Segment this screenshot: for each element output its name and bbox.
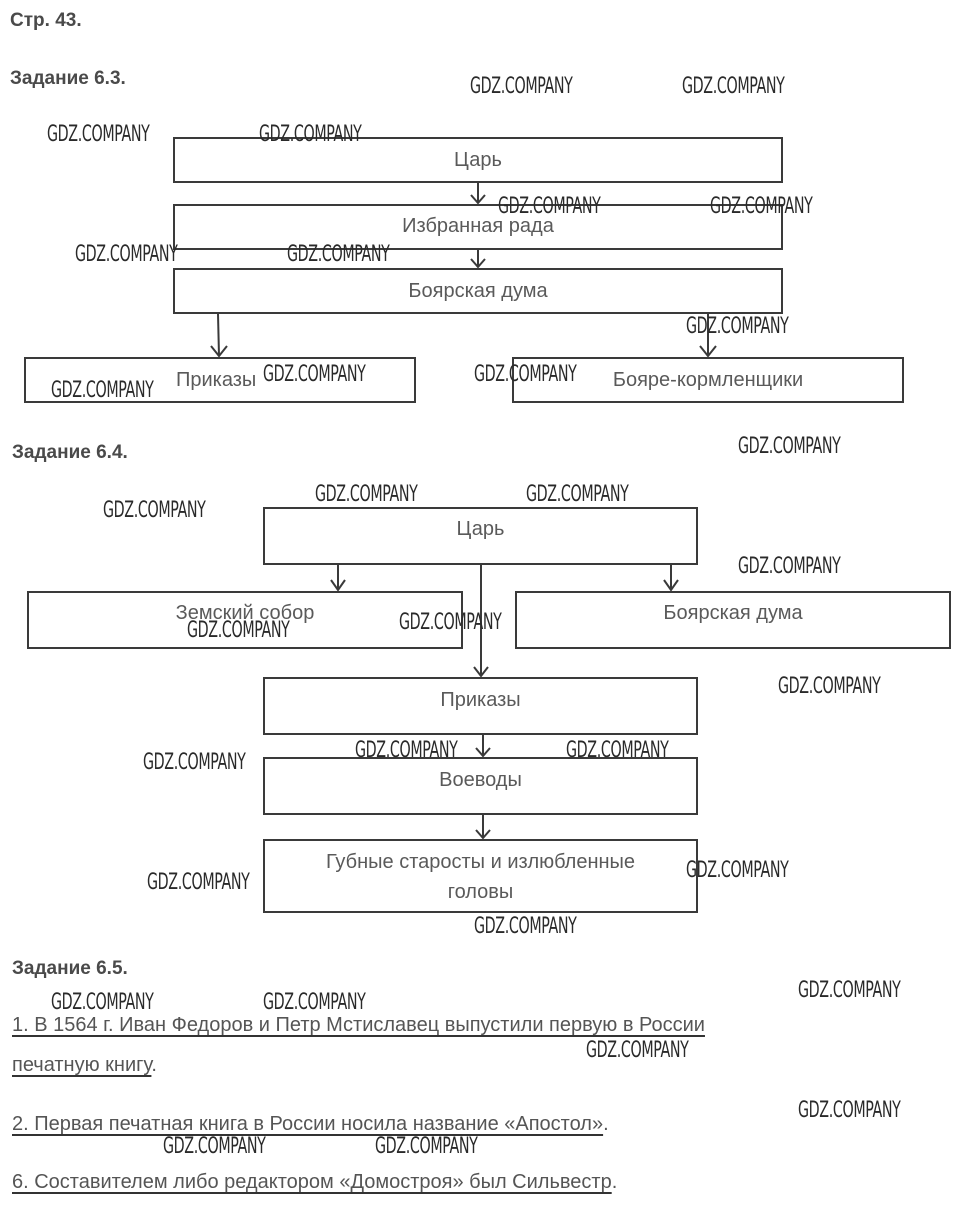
answer-text: 2. Первая печатная книга в России носила… xyxy=(12,1113,604,1135)
answer-text: печатную книгу xyxy=(12,1054,152,1076)
watermark: GDZ.COMPANY xyxy=(51,378,154,403)
watermark: GDZ.COMPANY xyxy=(143,750,246,775)
box-prikazy: Приказы xyxy=(24,357,416,403)
box-izbrannaya-rada: Избранная рада xyxy=(173,204,783,250)
watermark: GDZ.COMPANY xyxy=(355,738,458,763)
answer-2: 2. Первая печатная книга в России носила… xyxy=(12,1112,609,1136)
box-label: Царь xyxy=(456,518,505,540)
watermark: GDZ.COMPANY xyxy=(470,74,573,99)
box-label-line1: Губные старосты и излюбленные xyxy=(325,851,636,873)
arrow-duma-to-prikazy xyxy=(210,313,228,358)
watermark: GDZ.COMPANY xyxy=(287,242,390,267)
watermark: GDZ.COMPANY xyxy=(778,674,881,699)
answer-period: . xyxy=(151,1054,157,1076)
box-label: Бояре-кормленщики xyxy=(612,369,804,391)
watermark: GDZ.COMPANY xyxy=(498,194,601,219)
watermark: GDZ.COMPANY xyxy=(163,1134,266,1159)
watermark: GDZ.COMPANY xyxy=(686,314,789,339)
answer-period: . xyxy=(603,1113,609,1135)
page-label: Стр. 43. xyxy=(10,10,82,31)
watermark: GDZ.COMPANY xyxy=(51,990,154,1015)
watermark: GDZ.COMPANY xyxy=(75,242,178,267)
watermark: GDZ.COMPANY xyxy=(682,74,785,99)
watermark: GDZ.COMPANY xyxy=(474,362,577,387)
box-label: Земский собор xyxy=(175,602,315,624)
box-boyarskaya-duma: Боярская дума xyxy=(173,268,783,314)
watermark: GDZ.COMPANY xyxy=(103,498,206,523)
box-label: Приказы xyxy=(176,369,257,391)
arrow-tsar-to-zemsky xyxy=(330,565,346,592)
answer-text: 1. В 1564 г. Иван Федоров и Петр Мстисла… xyxy=(12,1014,705,1036)
box-zemsky-sobor: Земский собор xyxy=(27,591,463,649)
box-voevody: Воеводы xyxy=(263,757,698,815)
watermark: GDZ.COMPANY xyxy=(798,1098,901,1123)
arrow-tsar-to-boyar-duma xyxy=(663,565,679,592)
box-label: Воеводы xyxy=(439,769,522,791)
answer-1-line1: 1. В 1564 г. Иван Федоров и Петр Мстисла… xyxy=(12,1013,705,1037)
box-label: Боярская дума xyxy=(408,280,548,302)
answer-1-line2: печатную книгу. xyxy=(12,1053,157,1077)
watermark: GDZ.COMPANY xyxy=(263,990,366,1015)
box-boyare-kormlenshiki: Бояре-кормленщики xyxy=(512,357,904,403)
arrow-prikazy-to-voevody xyxy=(475,735,491,758)
arrow-voevody-to-gubnye xyxy=(475,815,491,840)
watermark: GDZ.COMPANY xyxy=(147,870,250,895)
watermark: GDZ.COMPANY xyxy=(586,1038,689,1063)
box-gubnye-starosty: Губные старосты и излюбленные головы xyxy=(263,839,698,913)
box-label: Приказы xyxy=(440,689,521,711)
box-label: Боярская дума xyxy=(663,602,803,624)
watermark: GDZ.COMPANY xyxy=(315,482,418,507)
watermark: GDZ.COMPANY xyxy=(710,194,813,219)
watermark: GDZ.COMPANY xyxy=(798,978,901,1003)
answer-period: . xyxy=(611,1171,618,1193)
box-boyarskaya-duma: Боярская дума xyxy=(515,591,951,649)
watermark: GDZ.COMPANY xyxy=(47,122,150,147)
answer-6: 6. Составителем либо редактором «Домостр… xyxy=(12,1170,617,1194)
arrow-duma-to-kormlenshiki xyxy=(699,314,717,358)
watermark: GDZ.COMPANY xyxy=(375,1134,478,1159)
task-6-3-heading: Задание 6.3. xyxy=(10,68,126,89)
task-6-4-heading: Задание 6.4. xyxy=(12,442,128,463)
box-label-line2: головы xyxy=(447,881,514,903)
arrow-rada-to-duma xyxy=(470,250,486,269)
watermark: GDZ.COMPANY xyxy=(263,362,366,387)
watermark: GDZ.COMPANY xyxy=(474,914,577,939)
answer-text: 6. Составителем либо редактором «Домостр… xyxy=(12,1171,612,1193)
box-tsar: Царь xyxy=(263,507,698,565)
watermark: GDZ.COMPANY xyxy=(259,122,362,147)
watermark: GDZ.COMPANY xyxy=(738,554,841,579)
box-label: Избранная рада xyxy=(402,215,554,237)
box-label: Царь xyxy=(454,149,502,171)
watermark: GDZ.COMPANY xyxy=(566,738,669,763)
watermark: GDZ.COMPANY xyxy=(187,618,290,643)
watermark: GDZ.COMPANY xyxy=(738,434,841,459)
watermark: GDZ.COMPANY xyxy=(686,858,789,883)
watermark: GDZ.COMPANY xyxy=(526,482,629,507)
task-6-5-heading: Задание 6.5. xyxy=(12,958,128,979)
arrow-tsar-to-prikazy xyxy=(473,565,489,678)
arrow-tsar-to-rada xyxy=(470,183,486,205)
box-prikazy: Приказы xyxy=(263,677,698,735)
watermark: GDZ.COMPANY xyxy=(399,610,502,635)
box-tsar: Царь xyxy=(173,137,783,183)
